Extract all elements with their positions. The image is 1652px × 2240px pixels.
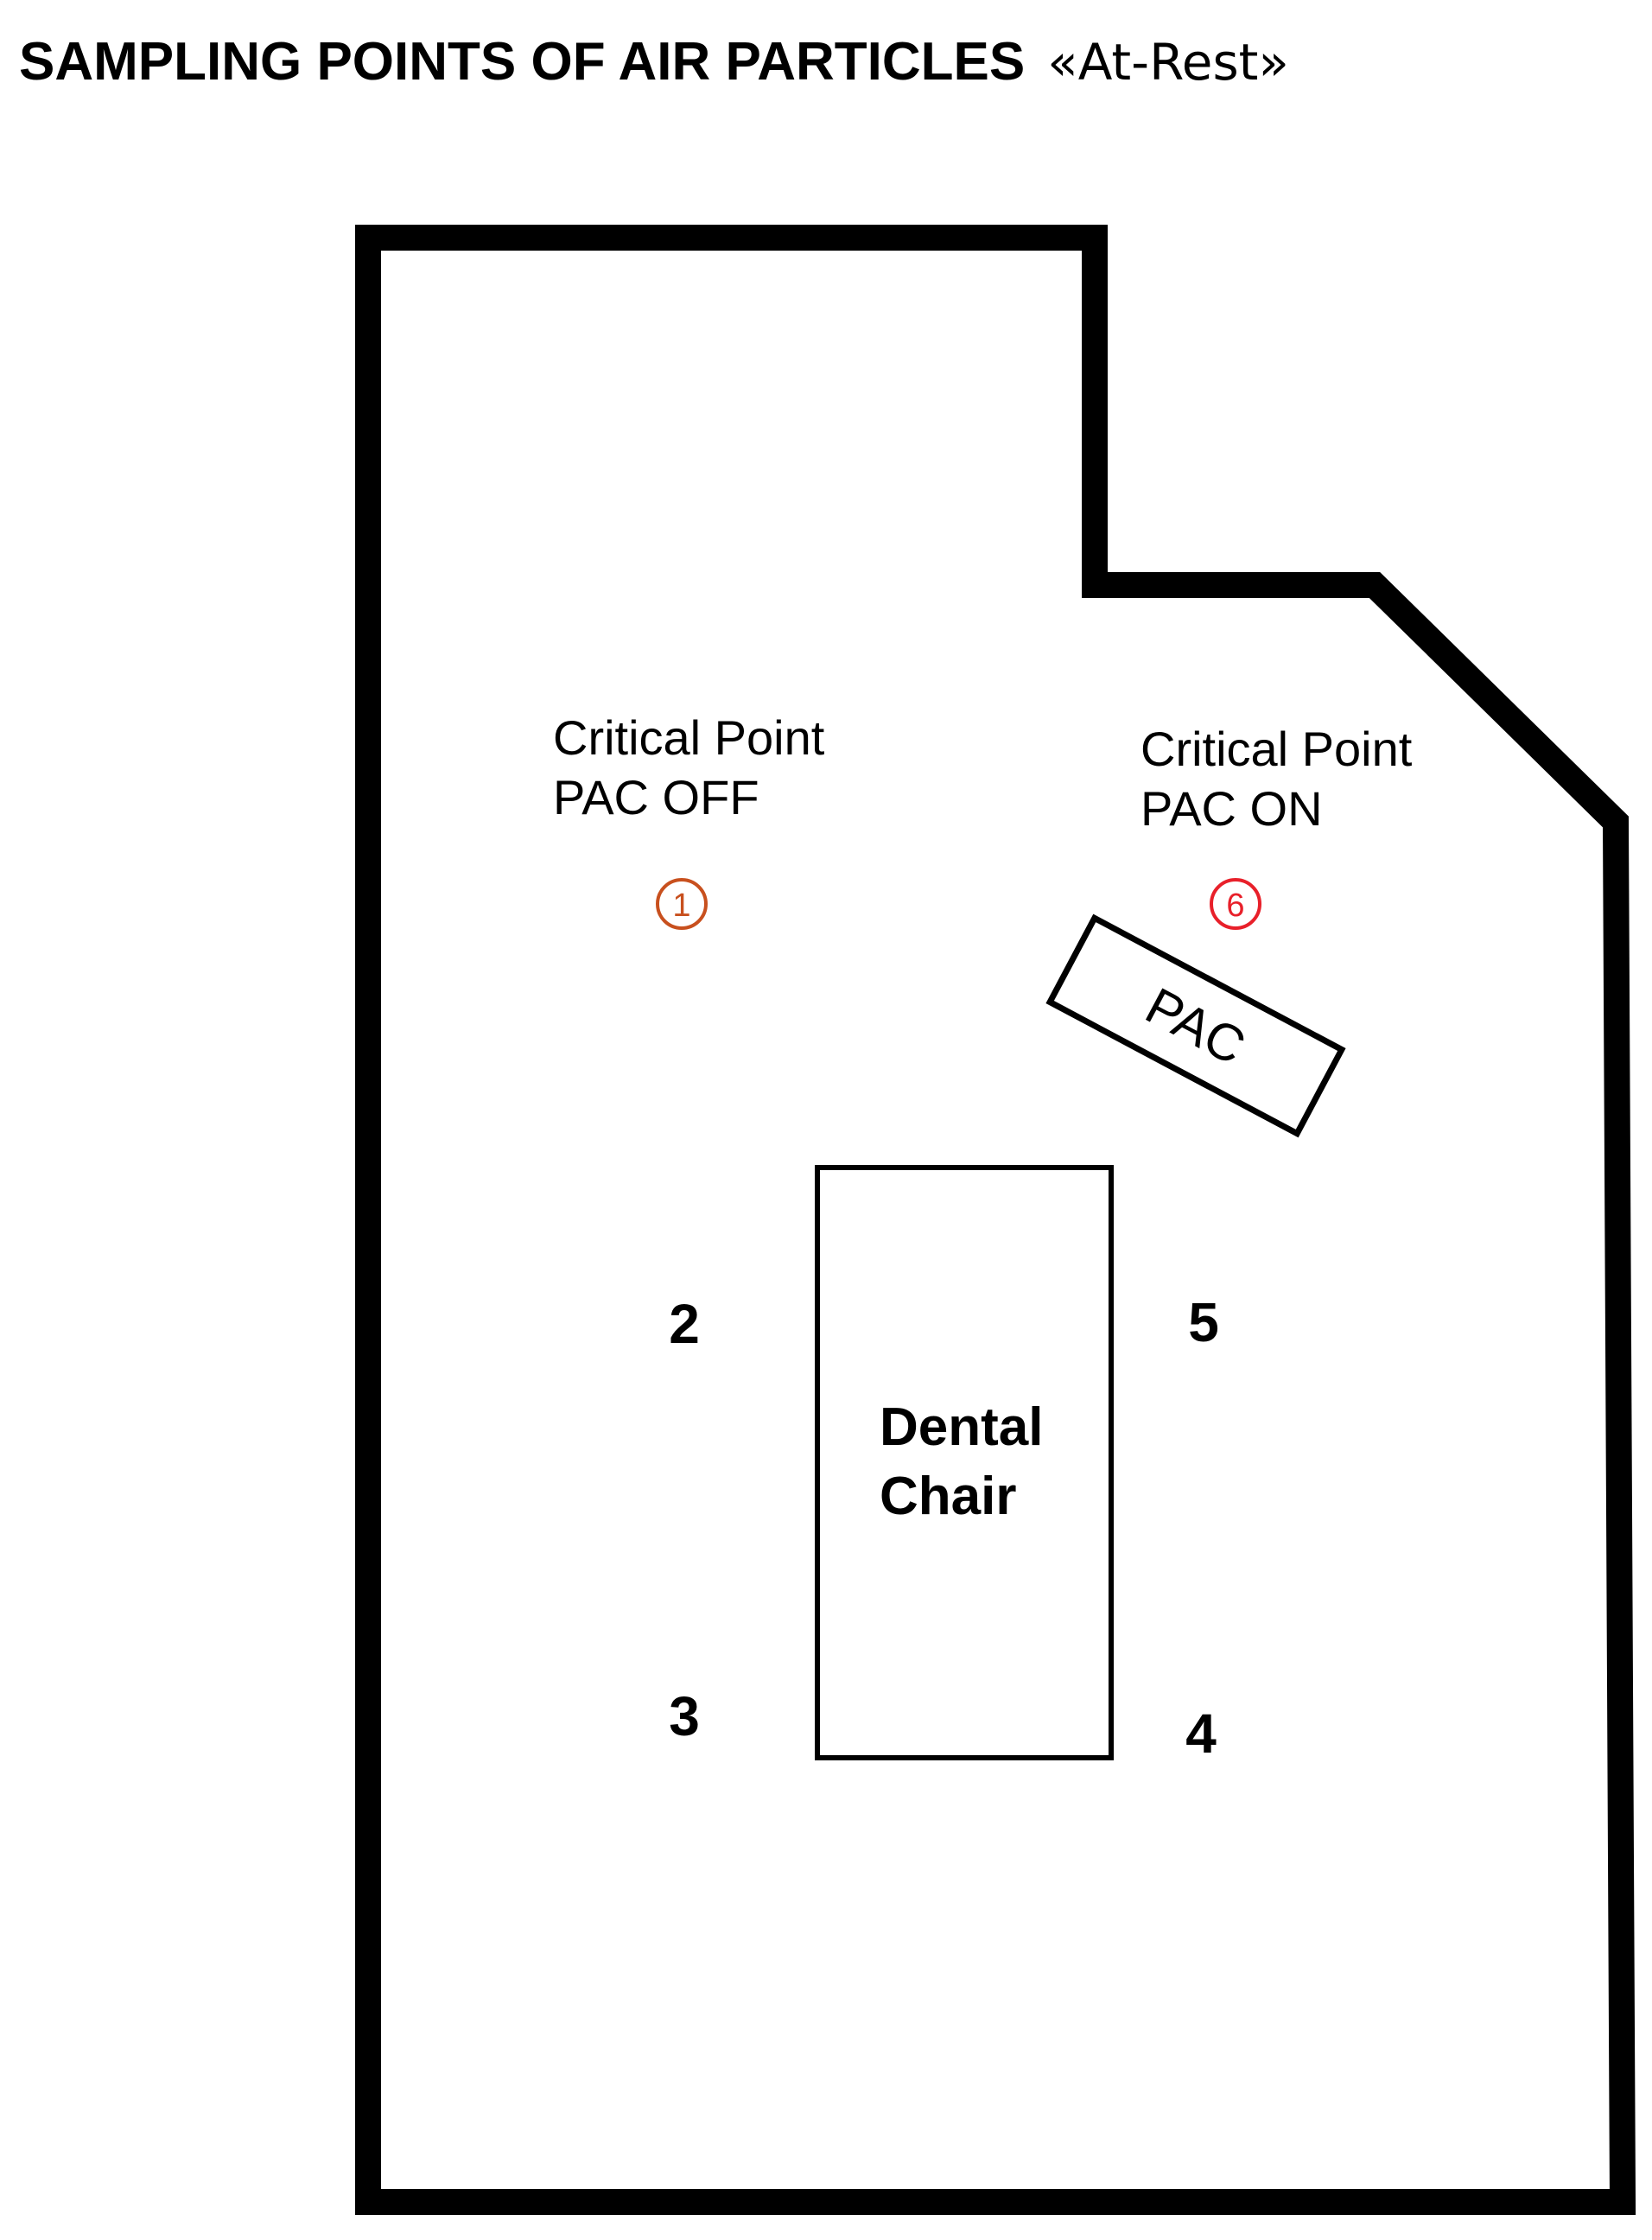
critical-point-label: Critical Point bbox=[1141, 722, 1413, 776]
dental-chair: Dental Chair bbox=[815, 1165, 1114, 1760]
dental-chair-label-line1: Dental bbox=[880, 1397, 1043, 1457]
title-sub: «At-Rest» bbox=[1047, 33, 1289, 92]
dental-chair-label-line2: Chair bbox=[880, 1467, 1016, 1526]
sampling-point-2: 2 bbox=[669, 1293, 700, 1355]
critical-point-status: PAC ON bbox=[1141, 781, 1323, 836]
pac-unit-box bbox=[1045, 913, 1346, 1138]
critical-point-label: Critical Point bbox=[553, 710, 825, 765]
pac-unit: PAC bbox=[1045, 913, 1346, 1138]
sampling-point-1-number: 1 bbox=[672, 888, 690, 924]
sampling-point-3: 3 bbox=[669, 1685, 700, 1747]
title-main: SAMPLING POINTS OF AIR PARTICLES bbox=[19, 32, 1025, 92]
dental-chair-box bbox=[815, 1165, 1114, 1760]
diagram-title: SAMPLING POINTS OF AIR PARTICLES «At-Res… bbox=[19, 32, 1289, 92]
sampling-point-5: 5 bbox=[1188, 1291, 1219, 1353]
critical-point-status: PAC OFF bbox=[553, 770, 759, 824]
sampling-point-6-number: 6 bbox=[1226, 888, 1244, 924]
room-outline bbox=[355, 225, 1636, 2215]
sampling-point-4: 4 bbox=[1185, 1702, 1217, 1765]
sampling-point-1-marker: 1 bbox=[656, 878, 708, 930]
critical-point-pac-on: Critical Point PAC ON 6 bbox=[1141, 722, 1413, 930]
sampling-point-6-marker: 6 bbox=[1210, 878, 1261, 930]
critical-point-pac-off: Critical Point PAC OFF 1 bbox=[553, 710, 825, 930]
